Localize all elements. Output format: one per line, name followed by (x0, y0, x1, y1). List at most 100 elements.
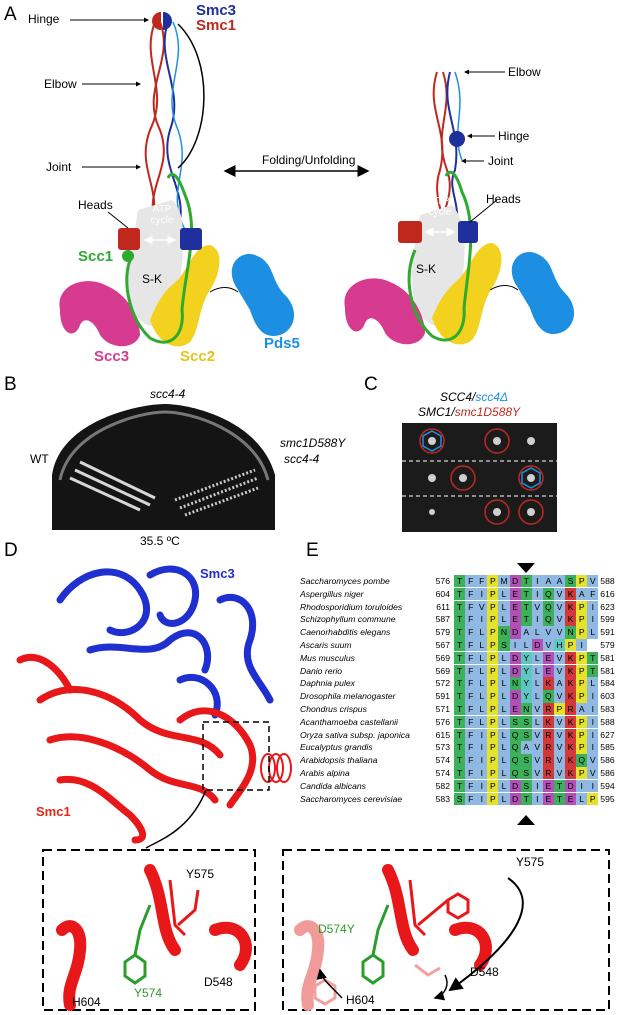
residue: A (553, 677, 566, 690)
residue: V (553, 600, 566, 613)
residue: I (531, 613, 543, 626)
residue: Y (520, 677, 532, 690)
species-name: Drosophila melanogaster (300, 691, 396, 702)
residue: T (553, 779, 566, 793)
residue: D (509, 575, 521, 588)
residue: Q (509, 741, 521, 754)
tetrad-scc4-wt: SCC4/ (440, 390, 476, 404)
residue: T (454, 639, 466, 652)
residue: N (498, 626, 510, 639)
residue: L (498, 664, 510, 677)
start-position: 572 (435, 678, 450, 689)
species-name: Candida albicans (300, 780, 366, 791)
smc1-coil-left (144, 21, 159, 231)
scc3-shape-right (344, 278, 425, 345)
start-position: 576 (435, 576, 450, 586)
residue: L (476, 651, 488, 665)
hinge-smc3-left (163, 12, 172, 30)
residue: F (465, 728, 477, 741)
residue: F (465, 651, 477, 665)
residue: F (465, 587, 477, 601)
residue: E (509, 600, 521, 613)
end-position: 595 (600, 793, 615, 804)
panel-letter-f: F (306, 850, 318, 871)
residue: P (587, 792, 599, 805)
label-mutant-2: scc4-4 (284, 452, 320, 466)
tetrad-genotype-line1: SCC4/scc4Δ (440, 390, 508, 404)
residue: I (587, 600, 599, 613)
residue: L (476, 677, 488, 690)
residue: L (476, 703, 488, 716)
inset-d-y575: Y575 (186, 867, 215, 881)
smc3-coil-right-b (454, 71, 463, 161)
start-position: 567 (435, 640, 450, 650)
panel-letter-a: A (4, 4, 17, 25)
residue: V (531, 728, 543, 741)
residue: P (576, 664, 588, 677)
residue: F (465, 741, 477, 754)
species-name: Arabis alpina (300, 768, 350, 778)
species-name: Oryza sativa subsp. japonica (300, 729, 410, 740)
label-smc1-structure: Smc1 (36, 804, 71, 819)
end-position: 586 (600, 768, 615, 778)
label-scc1: Scc1 (78, 248, 114, 265)
residue: V (531, 600, 543, 613)
residue: R (542, 767, 554, 780)
residue: V (553, 651, 566, 665)
residue: F (587, 587, 599, 601)
label-sk-left: S-K (142, 272, 163, 286)
residue: P (576, 690, 588, 703)
panel-letter-b: B (4, 374, 17, 395)
species-name: Rhodosporidium toruloides (300, 601, 403, 612)
residue: P (576, 651, 588, 665)
residue: P (487, 767, 499, 780)
residue: T (520, 587, 532, 601)
label-mutant-1: smc1D588Y (280, 436, 346, 450)
residue: A (542, 575, 554, 588)
residue: K (565, 651, 577, 665)
label-sk-right: S-K (416, 262, 437, 276)
residue: L (498, 728, 510, 741)
residue: F (465, 626, 477, 639)
start-position: 579 (435, 627, 450, 638)
residue: V (553, 741, 566, 754)
residue: I (576, 779, 588, 793)
residue: A (520, 741, 532, 754)
residue: D (565, 779, 577, 793)
inset-f-d574y: D574Y (318, 922, 355, 936)
residue: E (509, 703, 521, 716)
residue: F (465, 715, 477, 729)
residue: K (565, 613, 577, 626)
panel-letter-d: D (4, 540, 18, 561)
residue: D (509, 792, 521, 805)
residue: D (509, 651, 521, 665)
residue: R (542, 754, 554, 767)
start-position: 569 (435, 665, 450, 676)
smc3-coil-left (163, 21, 182, 231)
residue: K (565, 754, 577, 767)
species-name: Danio rerio (300, 665, 343, 676)
end-position: 583 (600, 704, 615, 714)
residue: L (498, 613, 510, 626)
residue: R (542, 703, 554, 716)
residue: F (465, 703, 477, 716)
residue: K (565, 728, 577, 741)
start-position: 571 (435, 704, 450, 714)
inset-f-d548: D548 (470, 965, 499, 979)
start-position: 576 (435, 716, 450, 727)
residue: K (565, 690, 577, 703)
residue: L (498, 703, 510, 716)
residue: V (553, 728, 566, 741)
residue: E (542, 651, 554, 665)
residue: P (487, 754, 499, 767)
smc3-head-right (458, 221, 478, 243)
residue: P (576, 600, 588, 613)
residue: Q (509, 754, 521, 767)
residue: A (520, 626, 532, 639)
residue: S (520, 715, 532, 729)
end-position: 586 (600, 755, 615, 766)
